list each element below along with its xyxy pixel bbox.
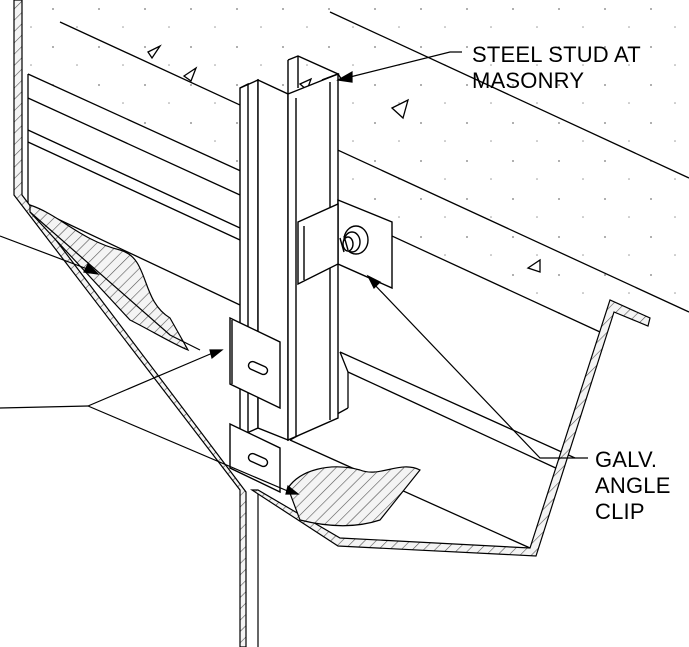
steel-stud-callout: STEEL STUD AT MASONRY	[472, 42, 641, 94]
masonry-wall	[27, 0, 689, 322]
angle-clip-callout-line-2: ANGLE	[595, 473, 671, 498]
angle-clip-callout-line-3: CLIP	[595, 499, 645, 524]
steel-stud-callout-line-2: MASONRY	[472, 68, 585, 93]
furring-clips	[229, 316, 281, 494]
angle-clip	[297, 198, 393, 290]
angle-clip-callout-line-1: GALV.	[595, 447, 658, 472]
leader-lines	[0, 51, 588, 495]
furring-channels	[27, 74, 601, 549]
insulation-section	[29, 204, 421, 527]
angle-clip-callout: GALV. ANGLE CLIP	[595, 447, 671, 525]
steel-stud-callout-line-1: STEEL STUD AT	[472, 42, 641, 67]
